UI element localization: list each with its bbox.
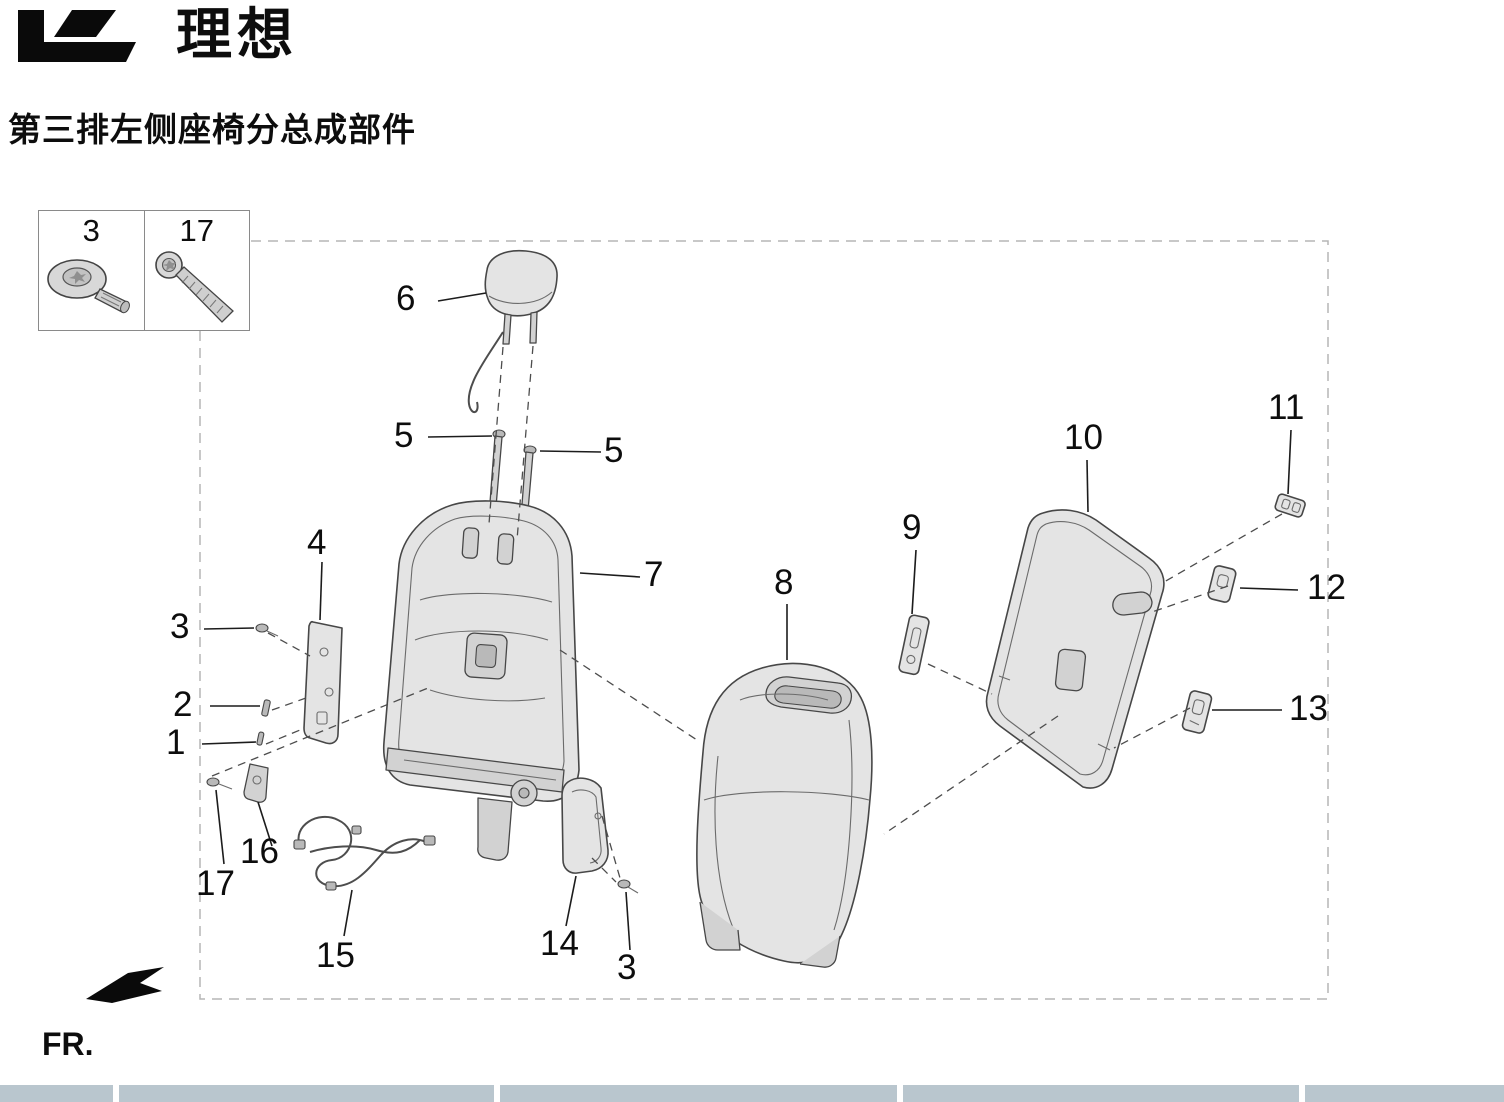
fastener-inset-box: 3 17: [38, 210, 250, 331]
wiring-harness-part-15: [293, 815, 436, 891]
callout-13: 13: [1289, 689, 1328, 728]
callout-5-left: 5: [394, 416, 414, 455]
table-header-cell: [0, 1085, 113, 1102]
callout-5-right: 5: [604, 431, 624, 470]
seatback-cushion-part-8: [696, 662, 873, 968]
screw-part-3-left: [255, 623, 279, 637]
callout-leader-lines: [201, 292, 1299, 951]
flanged-screw-icon: [47, 259, 131, 314]
fr-direction-label: FR.: [42, 1026, 94, 1062]
seatback-frame-part-7: [382, 500, 580, 861]
callout-11: 11: [1268, 388, 1305, 427]
inset-label-17: 17: [179, 213, 214, 248]
brand-name: 理想: [176, 3, 298, 66]
callout-17: 17: [196, 864, 235, 903]
page-title: 第三排左侧座椅分总成部件: [8, 111, 416, 148]
callout-14: 14: [540, 924, 579, 963]
hinge-part-16: [243, 763, 269, 803]
assembly-dashed-lines: [211, 345, 1283, 883]
callout-9: 9: [902, 508, 922, 547]
clip-part-13: [1181, 690, 1213, 734]
long-bolt-icon: [154, 251, 234, 323]
callout-6: 6: [396, 279, 416, 318]
headrest-part-6: [467, 249, 558, 413]
callout-10: 10: [1064, 418, 1103, 457]
recliner-bracket-part-4: [303, 620, 343, 745]
table-header-cell: [500, 1085, 897, 1102]
callout-15: 15: [316, 936, 355, 975]
inset-label-3: 3: [82, 213, 100, 248]
fr-direction-arrow: [86, 967, 164, 1003]
callout-8: 8: [774, 563, 794, 602]
table-header-cell: [1305, 1085, 1504, 1102]
logo-slash-shape: [54, 10, 116, 37]
latch-bracket-part-9: [898, 614, 930, 676]
inset-cell-3: 3: [39, 211, 145, 330]
diagram-boundary: [199, 240, 1329, 1000]
inset-cell-17: 17: [145, 211, 250, 330]
pin-part-1: [256, 731, 265, 746]
pin-part-2: [261, 699, 271, 717]
callout-16: 16: [240, 832, 279, 871]
callout-12: 12: [1307, 568, 1346, 607]
callout-3-left: 3: [170, 607, 190, 646]
table-header-cell: [903, 1085, 1299, 1102]
callout-1: 1: [166, 723, 186, 762]
screw-part-17-bottom: [206, 777, 233, 790]
back-panel-part-10: [985, 509, 1165, 789]
li-auto-logo: 理想: [10, 4, 298, 68]
screw-part-3-bottom: [617, 879, 639, 894]
callout-7: 7: [644, 555, 664, 594]
logo-l-shape: [18, 10, 136, 62]
clip-part-12: [1207, 565, 1237, 603]
callout-2: 2: [173, 685, 193, 724]
table-header-cell: [119, 1085, 494, 1102]
li-auto-logo-mark: [18, 10, 136, 62]
callout-4: 4: [307, 523, 327, 562]
callout-3-bottom: 3: [617, 948, 637, 987]
clip-part-11: [1274, 493, 1306, 518]
side-cover-part-14: [561, 777, 609, 874]
